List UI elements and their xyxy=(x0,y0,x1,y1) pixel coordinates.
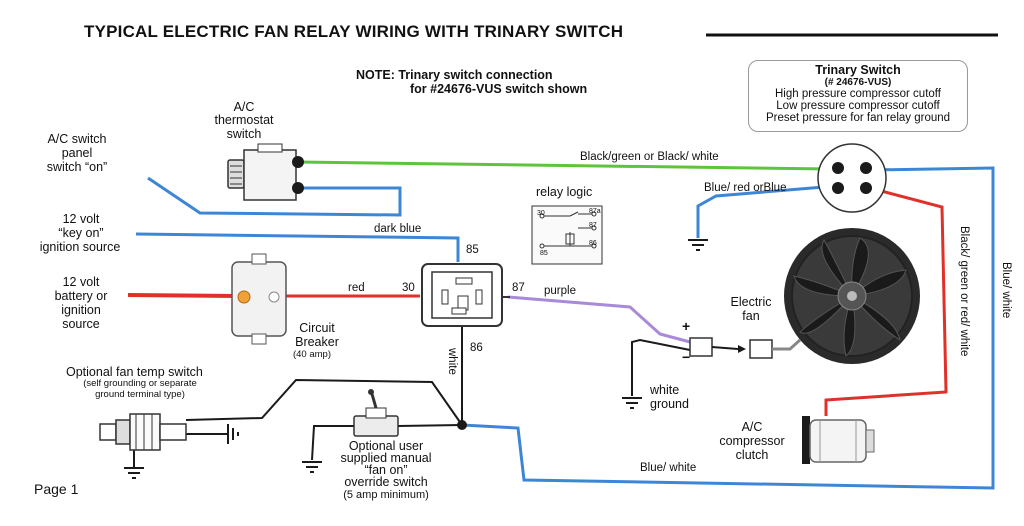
terminal-30: 30 xyxy=(402,282,415,294)
trinary-line-3: Preset pressure for fan relay ground xyxy=(765,112,951,125)
wire-dark-blue xyxy=(135,232,460,262)
terminal-87: 87 xyxy=(512,282,525,294)
compressor-label-2: compressor xyxy=(719,434,785,448)
terminal-85: 85 xyxy=(466,244,479,256)
white-ground-label-2: ground xyxy=(650,397,689,411)
battery-label-3: ignition xyxy=(61,303,101,317)
fan-temp-switch xyxy=(99,413,187,451)
battery-label-2: battery or xyxy=(54,289,108,303)
wire-blue-red xyxy=(696,184,837,238)
wire-label-blue-red: Blue/ red orBlue xyxy=(704,182,787,194)
circuit-breaker xyxy=(231,253,287,345)
terminal-86: 86 xyxy=(470,342,483,354)
override-sub: (5 amp minimum) xyxy=(343,489,429,501)
electric-fan xyxy=(784,228,920,364)
wire-label-black-green-red-white: Black/ green or red/ white xyxy=(958,226,970,357)
breaker-rating: (40 amp) xyxy=(292,349,331,360)
ac-thermostat-switch xyxy=(227,143,304,201)
ac-thermostat-label-3: switch xyxy=(226,127,262,141)
key-on-label-2: “key on” xyxy=(58,226,104,240)
battery-label-1: 12 volt xyxy=(62,275,100,289)
trinary-switch-body xyxy=(817,143,887,213)
note-line-1: NOTE: Trinary switch connection xyxy=(356,68,553,82)
wire-fan-temp xyxy=(185,378,463,426)
relay-logic-87a: 87a xyxy=(589,208,601,215)
ground-symbol-fan xyxy=(622,397,642,409)
override-label-2: supplied manual xyxy=(340,451,432,465)
wire-label-blue-white-right: Blue/ white xyxy=(1000,262,1012,319)
junction-dot xyxy=(457,420,467,430)
wire-thermostat-panel xyxy=(147,176,402,217)
breaker-label-2: Breaker xyxy=(295,335,339,349)
diagram-title: TYPICAL ELECTRIC FAN RELAY WIRING WITH T… xyxy=(84,22,624,41)
trinary-title: Trinary Switch xyxy=(815,63,901,77)
compressor-label-3: clutch xyxy=(735,448,769,462)
fan-label-1: Electric xyxy=(730,295,772,309)
wire-label-black-green: Black/green or Black/ white xyxy=(580,151,719,163)
battery-label-4: source xyxy=(62,317,100,331)
trinary-line-1: High pressure compressor cutoff xyxy=(775,88,941,100)
white-ground-label-1: white xyxy=(650,383,680,397)
relay xyxy=(421,263,510,327)
override-switch xyxy=(353,389,399,437)
wire-override xyxy=(311,425,354,461)
override-label-1: Optional user xyxy=(348,439,424,453)
key-on-label-1: 12 volt xyxy=(62,212,100,226)
wire-label-dark-blue: dark blue xyxy=(374,223,422,235)
relay-logic-87: 87 xyxy=(589,222,597,229)
wire-override-2 xyxy=(397,424,463,427)
note-line-2: for #24676-VUS switch shown xyxy=(410,82,588,96)
ground-symbol-override xyxy=(302,461,322,473)
ac-panel-label-2: panel xyxy=(61,146,93,160)
relay-logic-86: 86 xyxy=(589,240,597,247)
wire-label-red: red xyxy=(348,282,365,294)
fan-temp-sub-2: ground terminal type) xyxy=(95,389,185,400)
wire-label-purple: purple xyxy=(544,285,576,297)
fan-label-2: fan xyxy=(742,309,760,323)
wire-blue-white xyxy=(461,166,995,490)
relay-logic-85: 85 xyxy=(540,250,548,257)
wire-label-white: white xyxy=(446,348,458,375)
wire-purple xyxy=(507,295,691,344)
wire-label-blue-white-bottom: Blue/ white xyxy=(640,462,697,474)
wire-battery-red xyxy=(127,293,239,298)
ac-thermostat-label-1: A/C xyxy=(233,100,255,114)
override-label-3: “fan on” xyxy=(364,463,408,477)
fan-plus: + xyxy=(682,318,691,334)
trinary-line-2: Low pressure compressor cutoff xyxy=(776,100,940,113)
ac-panel-label-3: switch “on” xyxy=(46,160,108,174)
wire-fan-ground xyxy=(631,338,691,396)
ac-compressor-clutch xyxy=(802,416,875,464)
relay-logic-30: 30 xyxy=(537,210,545,217)
ac-thermostat-label-2: thermostat xyxy=(214,113,274,127)
wire-red-compressor xyxy=(824,186,948,416)
relay-logic-title: relay logic xyxy=(536,185,593,199)
key-on-label-3: ignition source xyxy=(39,240,121,254)
wire-black-green xyxy=(297,160,831,171)
fan-temp-label: Optional fan temp switch xyxy=(66,365,203,379)
ground-symbol-trinary xyxy=(688,239,708,251)
override-label-4: override switch xyxy=(344,475,428,489)
compressor-label-1: A/C xyxy=(741,420,763,434)
trinary-part: (# 24676-VUS) xyxy=(824,77,892,88)
ground-symbol-temp-side xyxy=(186,424,239,444)
ac-panel-label-1: A/C switch xyxy=(47,132,107,146)
trinary-switch-box: Trinary Switch (# 24676-VUS) High pressu… xyxy=(748,60,968,132)
breaker-label-1: Circuit xyxy=(299,321,335,335)
fan-minus: − xyxy=(682,349,691,365)
relay-logic-diagram xyxy=(531,205,603,265)
fan-connector xyxy=(689,337,802,359)
page-number: Page 1 xyxy=(34,481,79,497)
fan-temp-sub-1: (self grounding or separate xyxy=(83,378,197,389)
